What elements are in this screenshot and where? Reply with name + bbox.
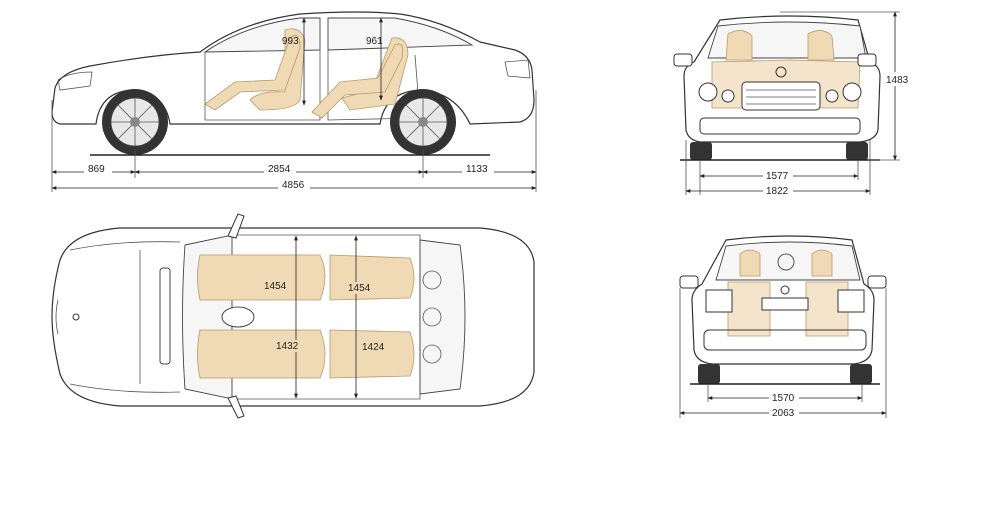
mirror-left — [673, 53, 693, 67]
front-overhang-label: 869 — [88, 164, 105, 175]
front-tire-right — [846, 142, 868, 160]
top-front-left-occupant — [197, 254, 326, 301]
mirror-right — [857, 53, 877, 67]
front-seat-left — [725, 30, 753, 61]
side-rear-wheel — [390, 89, 456, 155]
top-mirror-right — [227, 395, 245, 419]
headlight-right — [842, 82, 862, 102]
rear-overhang-label: 1133 — [466, 164, 488, 175]
front-body-outline — [683, 15, 881, 143]
side-front-wheel — [102, 89, 168, 155]
side-rear-door-opening — [327, 50, 421, 121]
height-label: 1483 — [886, 75, 909, 86]
side-view: 993 961 — [51, 11, 537, 192]
front-occupant — [204, 35, 301, 111]
top-rear-right-occupant — [329, 329, 415, 379]
track-rear-label: 1570 — [772, 393, 795, 404]
rear-body-outline — [691, 235, 875, 365]
rear-taillight-right — [837, 289, 865, 313]
rear-bumper — [703, 329, 867, 351]
rear-headrest-center — [777, 253, 795, 271]
headlight-right-inner — [825, 89, 839, 103]
width-mirrors-label: 2063 — [772, 408, 795, 419]
rear-tire-right — [850, 364, 872, 384]
rear-mirror-right — [867, 275, 887, 289]
front-hip-label: 1432 — [276, 341, 299, 352]
front-grille — [741, 81, 821, 111]
front-view: 1483 1577 1822 — [673, 11, 911, 197]
rear-window — [715, 241, 861, 281]
side-rear-window — [327, 17, 474, 51]
side-headlight — [57, 71, 93, 91]
rear-plate — [761, 297, 809, 311]
rear-headrest-right — [811, 249, 833, 277]
top-front-right-occupant — [197, 329, 326, 379]
top-rear-seat-outline — [422, 270, 442, 364]
top-body-outline — [51, 227, 535, 407]
rear-view: 1570 2063 — [679, 235, 887, 419]
front-shoulder-label: 1454 — [264, 281, 287, 292]
side-taillight — [504, 59, 531, 79]
rear-taillight-left — [705, 289, 733, 313]
top-star-icon — [72, 313, 80, 321]
rear-occupants — [727, 281, 849, 337]
rear-tire-left — [698, 364, 720, 384]
front-tire-left — [690, 142, 712, 160]
headlight-left — [698, 82, 718, 102]
wheelbase-label: 2854 — [268, 164, 291, 175]
top-view: 1454 1454 1432 1424 — [51, 213, 535, 419]
top-gear-console — [221, 306, 255, 328]
overall-length-label: 4856 — [282, 180, 305, 191]
side-front-door-opening — [204, 50, 321, 121]
front-headroom-label: 993 — [282, 36, 299, 47]
top-hood-lines — [55, 241, 181, 393]
front-bumper — [699, 117, 861, 135]
rear-mirror-left — [679, 275, 699, 289]
rear-headrest-left — [739, 249, 761, 277]
mercedes-star-icon — [775, 66, 787, 78]
width-label: 1822 — [766, 186, 789, 197]
headlight-left-inner — [721, 89, 735, 103]
rear-shoulder-label: 1454 — [348, 283, 371, 294]
top-rear-window — [419, 239, 466, 395]
front-seat-right — [807, 30, 835, 61]
rear-star-icon — [780, 285, 790, 295]
top-hood-vent — [159, 267, 171, 365]
rear-headroom-label: 961 — [366, 36, 383, 47]
track-front-label: 1577 — [766, 171, 789, 182]
rear-hip-label: 1424 — [362, 342, 385, 353]
rear-occupant — [311, 43, 404, 119]
top-mirror-left — [227, 213, 245, 239]
